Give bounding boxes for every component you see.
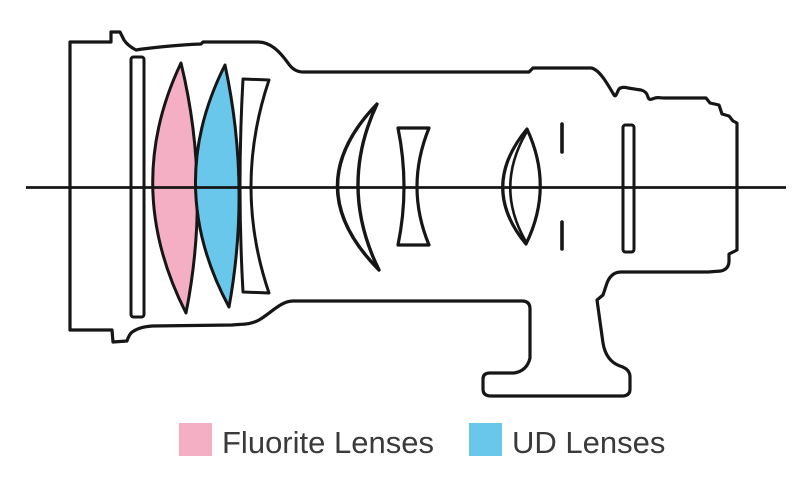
concave-element bbox=[238, 77, 271, 295]
legend: Fluorite Lenses UD Lenses bbox=[179, 423, 665, 460]
ud-lens-element bbox=[193, 63, 241, 309]
legend-label-fluorite: Fluorite Lenses bbox=[222, 425, 434, 460]
legend-swatch-ud bbox=[469, 423, 502, 456]
legend-label-ud: UD Lenses bbox=[512, 425, 665, 460]
legend-swatch-fluorite bbox=[179, 423, 212, 456]
meniscus-element bbox=[335, 102, 381, 272]
